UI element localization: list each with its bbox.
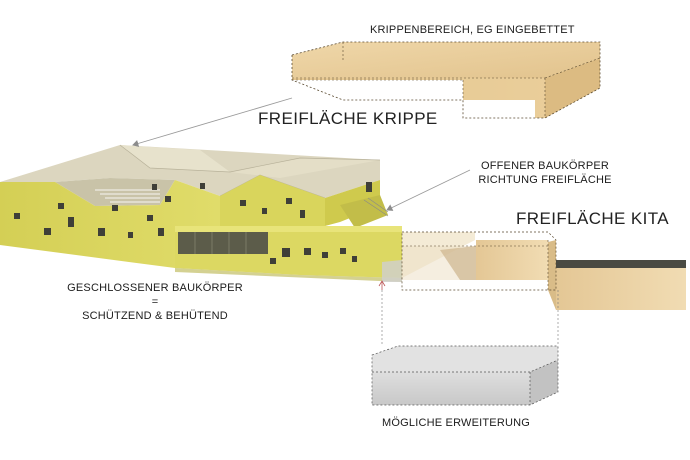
label-erweiterung: MÖGLICHE ERWEITERUNG: [382, 417, 531, 429]
krippe-volume: [291, 41, 601, 119]
label-geschlossener-line2: =: [151, 295, 159, 308]
label-geschlossener-line3: SCHÜTZEND & BEHÜTEND: [82, 309, 228, 322]
extension-volume: [371, 345, 559, 406]
arrow-freiflaeche-krippe: [132, 97, 293, 147]
label-krippenbereich: KRIPPENBEREICH, EG EINGEBETTET: [370, 24, 575, 36]
label-geschlossener-baukoerper: GESCHLOSSENER BAUKÖRPER = SCHÜTZEND & BE…: [60, 282, 250, 323]
label-freiflaeche-krippe: FREIFLÄCHE KRIPPE: [258, 109, 438, 128]
arrow-offener-baukoerper: [386, 169, 471, 211]
main-building: [0, 144, 402, 282]
label-freiflaeche-kita: FREIFLÄCHE KITA: [516, 209, 670, 228]
label-offener-baukoerper: OFFENER BAUKÖRPER RICHTUNG FREIFLÄCHE: [470, 160, 620, 188]
kita-deck: [401, 231, 686, 310]
label-offener-line1: OFFENER BAUKÖRPER: [480, 160, 610, 172]
label-geschlossener-line1: GESCHLOSSENER BAUKÖRPER: [67, 282, 243, 294]
label-offener-line2: RICHTUNG FREIFLÄCHE: [478, 173, 612, 186]
